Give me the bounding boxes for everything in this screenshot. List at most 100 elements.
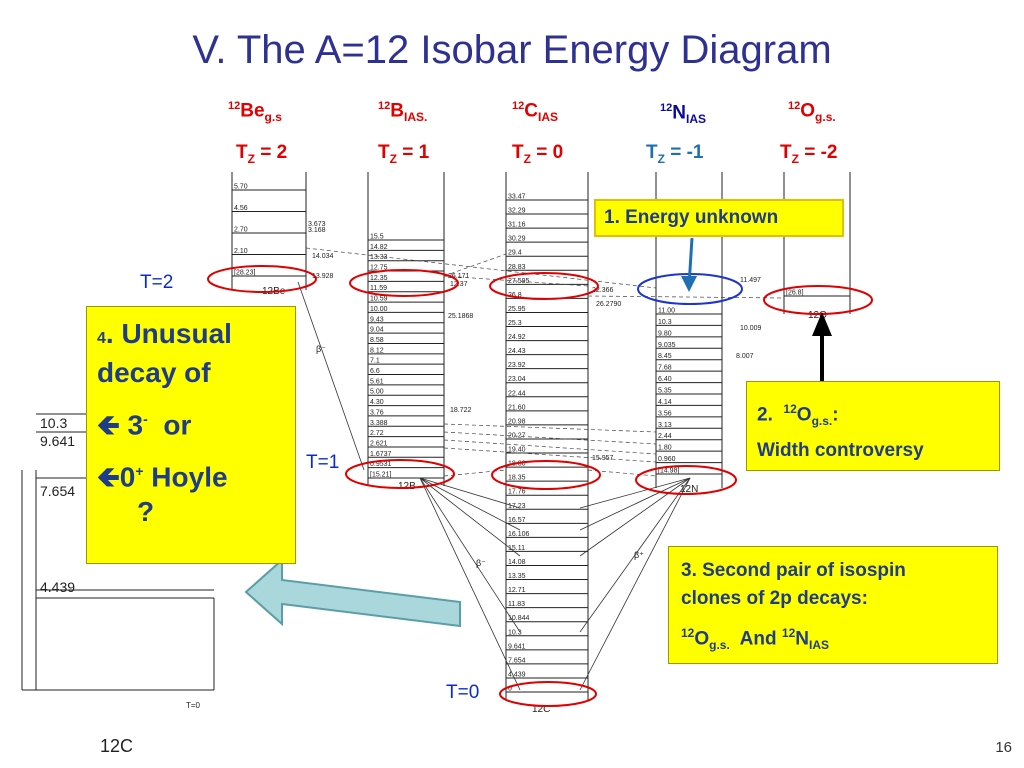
tz-12n: TZ = -1 [646, 142, 704, 166]
energy-unknown-box: 1. Energy unknown [594, 199, 844, 237]
level-label-b: 7.1 [370, 358, 380, 365]
header-12o: 12Og.s. [788, 100, 836, 125]
level-label-c: 18.35 [508, 475, 526, 482]
level-label-n: 1.80 [658, 445, 672, 452]
level-label-b: 11.59 [370, 285, 387, 292]
level-label-b: 13.33 [370, 254, 388, 261]
level-label-n: [14.98] [658, 468, 679, 475]
level-label-b: 0.9531 [370, 461, 392, 468]
level-label-c: 9.641 [508, 643, 526, 650]
level-label-be: 5.70 [234, 184, 248, 191]
highlight-12b-ias [349, 269, 459, 297]
level-label-b: 15.5 [370, 234, 384, 241]
level-label-c: 24.43 [508, 348, 526, 355]
level-label-b: 9.43 [370, 316, 384, 323]
level-label-be: 2.10 [234, 248, 248, 255]
header-12c: 12CIAS [512, 100, 558, 125]
level-label-c: 15.11 [508, 545, 525, 552]
level-label-b: [15.21] [370, 472, 391, 479]
level-label-b: 3.388 [370, 420, 388, 427]
level-label-c: 30.29 [508, 236, 526, 243]
unusual-decay-box: 4. Unusual decay of 🡸 3- or 🡸0+ Hoyle ? [86, 306, 296, 564]
hoyle-arrow [244, 557, 461, 628]
misc-energy-label: 15.957 [592, 455, 614, 462]
highlight-12b-gs [345, 459, 455, 489]
level-label-c: 7.654 [508, 657, 526, 664]
level-label-c: 25.95 [508, 306, 526, 313]
tz-12be: TZ = 2 [236, 142, 288, 166]
level-label-o: [26.8] [786, 290, 804, 297]
level-label-be: [28.23] [234, 270, 255, 277]
level-label-n: 10.3 [658, 319, 672, 326]
level-label-c: 29.4 [508, 250, 522, 257]
header-12be: 12Beg.s [228, 100, 282, 125]
level-label-b: 6.6 [370, 368, 380, 375]
isospin-clones-box: 3. Second pair of isospin clones of 2p d… [668, 546, 998, 664]
level-label-b: 8.58 [370, 337, 384, 344]
level-label-n: 9.035 [658, 342, 676, 349]
level-label-c: 31.16 [508, 222, 526, 229]
nuclide-label-12b: 12B [398, 481, 416, 492]
beta-minus-label: β⁻ [476, 558, 486, 568]
level-label-n: 2.44 [658, 433, 672, 440]
misc-energy-label: 26.2790 [596, 301, 621, 308]
level-label-b: 10.00 [370, 306, 388, 313]
level-label-c: 10.3 [508, 629, 522, 636]
level-label-c: 16.57 [508, 517, 526, 524]
misc-energy-label: 13.928 [312, 273, 334, 280]
tz-12b: TZ = 1 [378, 142, 430, 166]
level-label-b: 3.76 [370, 409, 384, 416]
level-label-b: 5.61 [370, 378, 384, 385]
misc-energy-label: 26.171 [448, 273, 470, 280]
level-label-n: 5.35 [658, 388, 672, 395]
inset-level-10-3: 10.3 [40, 415, 67, 431]
highlight-12c-t2 [489, 272, 599, 300]
level-label-c: 23.04 [508, 376, 526, 383]
level-label-c: 11.83 [508, 601, 525, 608]
level-label-c: 24.92 [508, 334, 526, 341]
inset-level-7-654: 7.654 [40, 483, 75, 499]
level-label-b: 9.04 [370, 327, 384, 334]
level-label-c: 4.439 [508, 671, 526, 678]
header-12n: 12NIAS [660, 102, 706, 127]
misc-energy-label: 11.497 [740, 277, 761, 284]
level-label-b: 8.12 [370, 347, 384, 354]
misc-energy-label: 12.37 [450, 281, 468, 288]
level-label-c: 27.595 [508, 278, 530, 285]
level-label-c: 17.23 [508, 503, 526, 510]
inset-level-4-439: 4.439 [40, 579, 75, 595]
highlight-12c-t1 [491, 460, 601, 490]
level-label-n: 7.68 [658, 365, 672, 372]
highlight-12n-gs [635, 465, 737, 495]
level-label-c: 21.60 [508, 404, 526, 411]
level-label-n: 4.14 [658, 399, 672, 406]
misc-energy-label: 18.722 [450, 407, 472, 414]
nuclide-label-12c: 12C [532, 704, 550, 715]
page-number: 16 [995, 739, 1012, 756]
inset-level-9-641: 9.641 [40, 433, 75, 449]
level-label-c: 16.106 [508, 531, 530, 538]
misc-energy-label: 25.1868 [448, 313, 473, 320]
beta-plus-label: β⁺ [634, 550, 644, 560]
level-label-be: 2.70 [234, 227, 248, 234]
level-label-n: 3.13 [658, 422, 672, 429]
level-label-c: 26.8 [508, 292, 522, 299]
misc-energy-label: 10.009 [740, 325, 762, 332]
level-label-c: 14.08 [508, 559, 526, 566]
misc-energy-label: 14.034 [312, 253, 334, 260]
level-label-c: 28.83 [508, 264, 526, 271]
misc-energy-label: 22.366 [592, 287, 614, 294]
level-label-n: 3.56 [658, 410, 672, 417]
t1-label: T=1 [306, 452, 340, 473]
level-label-b: 5.00 [370, 389, 384, 396]
t2-label: T=2 [140, 272, 174, 293]
level-label-n: 11.00 [658, 308, 675, 315]
misc-energy-label: 3.168 [308, 227, 326, 234]
inset-gs-label: T=0 [186, 701, 201, 710]
beta-minus-label-be: β⁻ [316, 344, 326, 354]
t0-label: T=0 [446, 682, 480, 703]
nuclide-label-12o: 12O [808, 310, 827, 321]
level-label-b: 12.35 [370, 275, 388, 282]
level-label-n: 6.40 [658, 376, 672, 383]
